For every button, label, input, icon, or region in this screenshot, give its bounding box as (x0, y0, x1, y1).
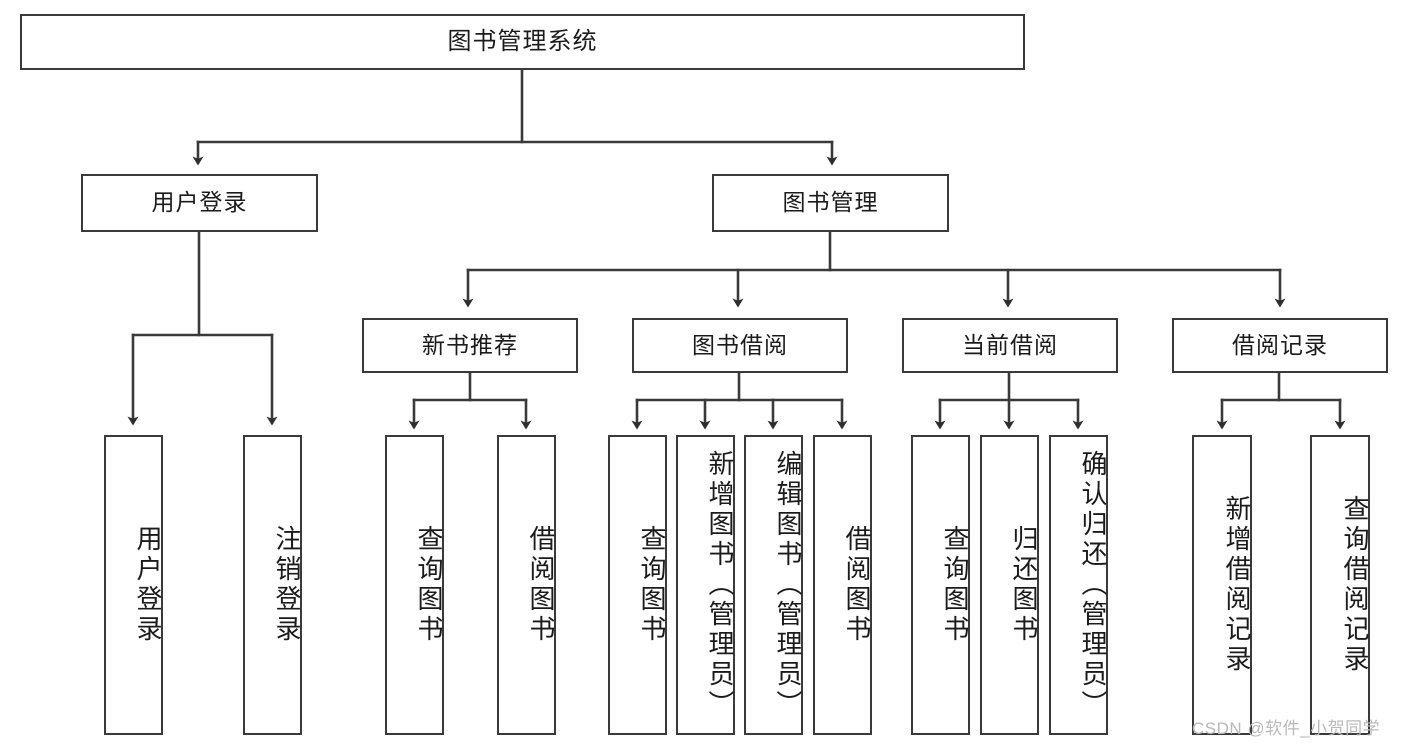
leaf-record-query-record[interactable]: 查询借阅记录 (1310, 435, 1370, 735)
node-book-management[interactable]: 图书管理 (712, 174, 949, 232)
node-borrow-record[interactable]: 借阅记录 (1172, 318, 1388, 373)
node-current-borrow[interactable]: 当前借阅 (902, 318, 1118, 373)
leaf-current-query-book[interactable]: 查询图书 (911, 435, 970, 735)
leaf-recommend-borrow-book[interactable]: 借阅图书 (497, 435, 556, 735)
node-label: 图书管理 (782, 189, 879, 216)
node-label: 查询借阅记录 (1340, 495, 1370, 675)
leaf-borrow-add-book-admin[interactable]: 新增图书（管理员） (676, 435, 735, 735)
csdn-watermark: CSDN @软件_小贺同学 (1192, 719, 1381, 738)
node-label: 编辑图书（管理员） (773, 450, 803, 720)
node-label: 注销登录 (272, 525, 302, 645)
node-label: 图书借阅 (692, 331, 788, 358)
node-label: 用户登录 (151, 189, 248, 216)
node-label: 查询图书 (637, 525, 667, 645)
node-label: 图书管理系统 (447, 27, 598, 55)
node-label: 新书推荐 (422, 331, 518, 358)
node-user-login[interactable]: 用户登录 (81, 174, 318, 232)
node-label: 当前借阅 (962, 331, 1058, 358)
node-label: 新增图书（管理员） (705, 450, 735, 720)
leaf-borrow-borrow-book[interactable]: 借阅图书 (813, 435, 872, 735)
node-book-borrow[interactable]: 图书借阅 (632, 318, 848, 373)
node-label: 查询图书 (940, 525, 970, 645)
leaf-user-login-signout[interactable]: 注销登录 (243, 435, 302, 735)
leaf-record-add-record[interactable]: 新增借阅记录 (1192, 435, 1252, 735)
leaf-user-login-signin[interactable]: 用户登录 (104, 435, 163, 735)
leaf-recommend-query-book[interactable]: 查询图书 (385, 435, 444, 735)
node-label: 借阅图书 (526, 525, 556, 645)
node-label: 用户登录 (133, 525, 163, 645)
node-label: 查询图书 (414, 525, 444, 645)
leaf-current-confirm-return-admin[interactable]: 确认归还（管理员） (1049, 435, 1108, 735)
leaf-borrow-edit-book-admin[interactable]: 编辑图书（管理员） (744, 435, 803, 735)
node-label: 借阅图书 (842, 525, 872, 645)
node-label: 新增借阅记录 (1222, 495, 1252, 675)
leaf-current-return-book[interactable]: 归还图书 (980, 435, 1039, 735)
leaf-borrow-query-book[interactable]: 查询图书 (608, 435, 667, 735)
node-label: 归还图书 (1009, 525, 1039, 645)
node-root-system[interactable]: 图书管理系统 (20, 14, 1025, 70)
node-label: 借阅记录 (1232, 331, 1328, 358)
node-label: 确认归还（管理员） (1078, 450, 1108, 720)
node-new-book-recommend[interactable]: 新书推荐 (362, 318, 578, 373)
